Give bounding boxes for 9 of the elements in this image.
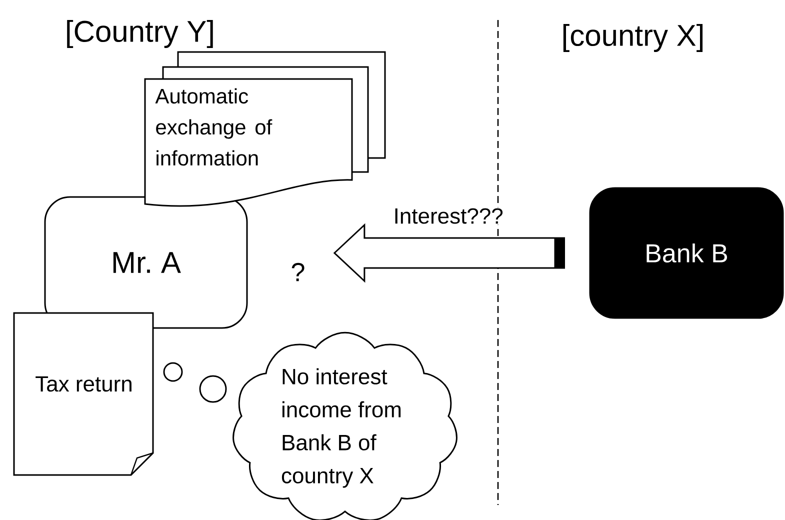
thought-cloud: No interest income from Bank B of country X <box>232 332 458 520</box>
bank-box: Bank B <box>589 187 784 319</box>
question-mark: ? <box>292 262 304 282</box>
country-heading: [country X] <box>563 24 703 52</box>
edge-label: Interest??? <box>392 207 504 225</box>
country-heading: [Country Y] <box>67 20 213 48</box>
document-stack: Automatic exchange of information <box>144 51 386 207</box>
rounded-box: Mr. A <box>44 196 248 329</box>
document: Tax return <box>13 312 154 476</box>
